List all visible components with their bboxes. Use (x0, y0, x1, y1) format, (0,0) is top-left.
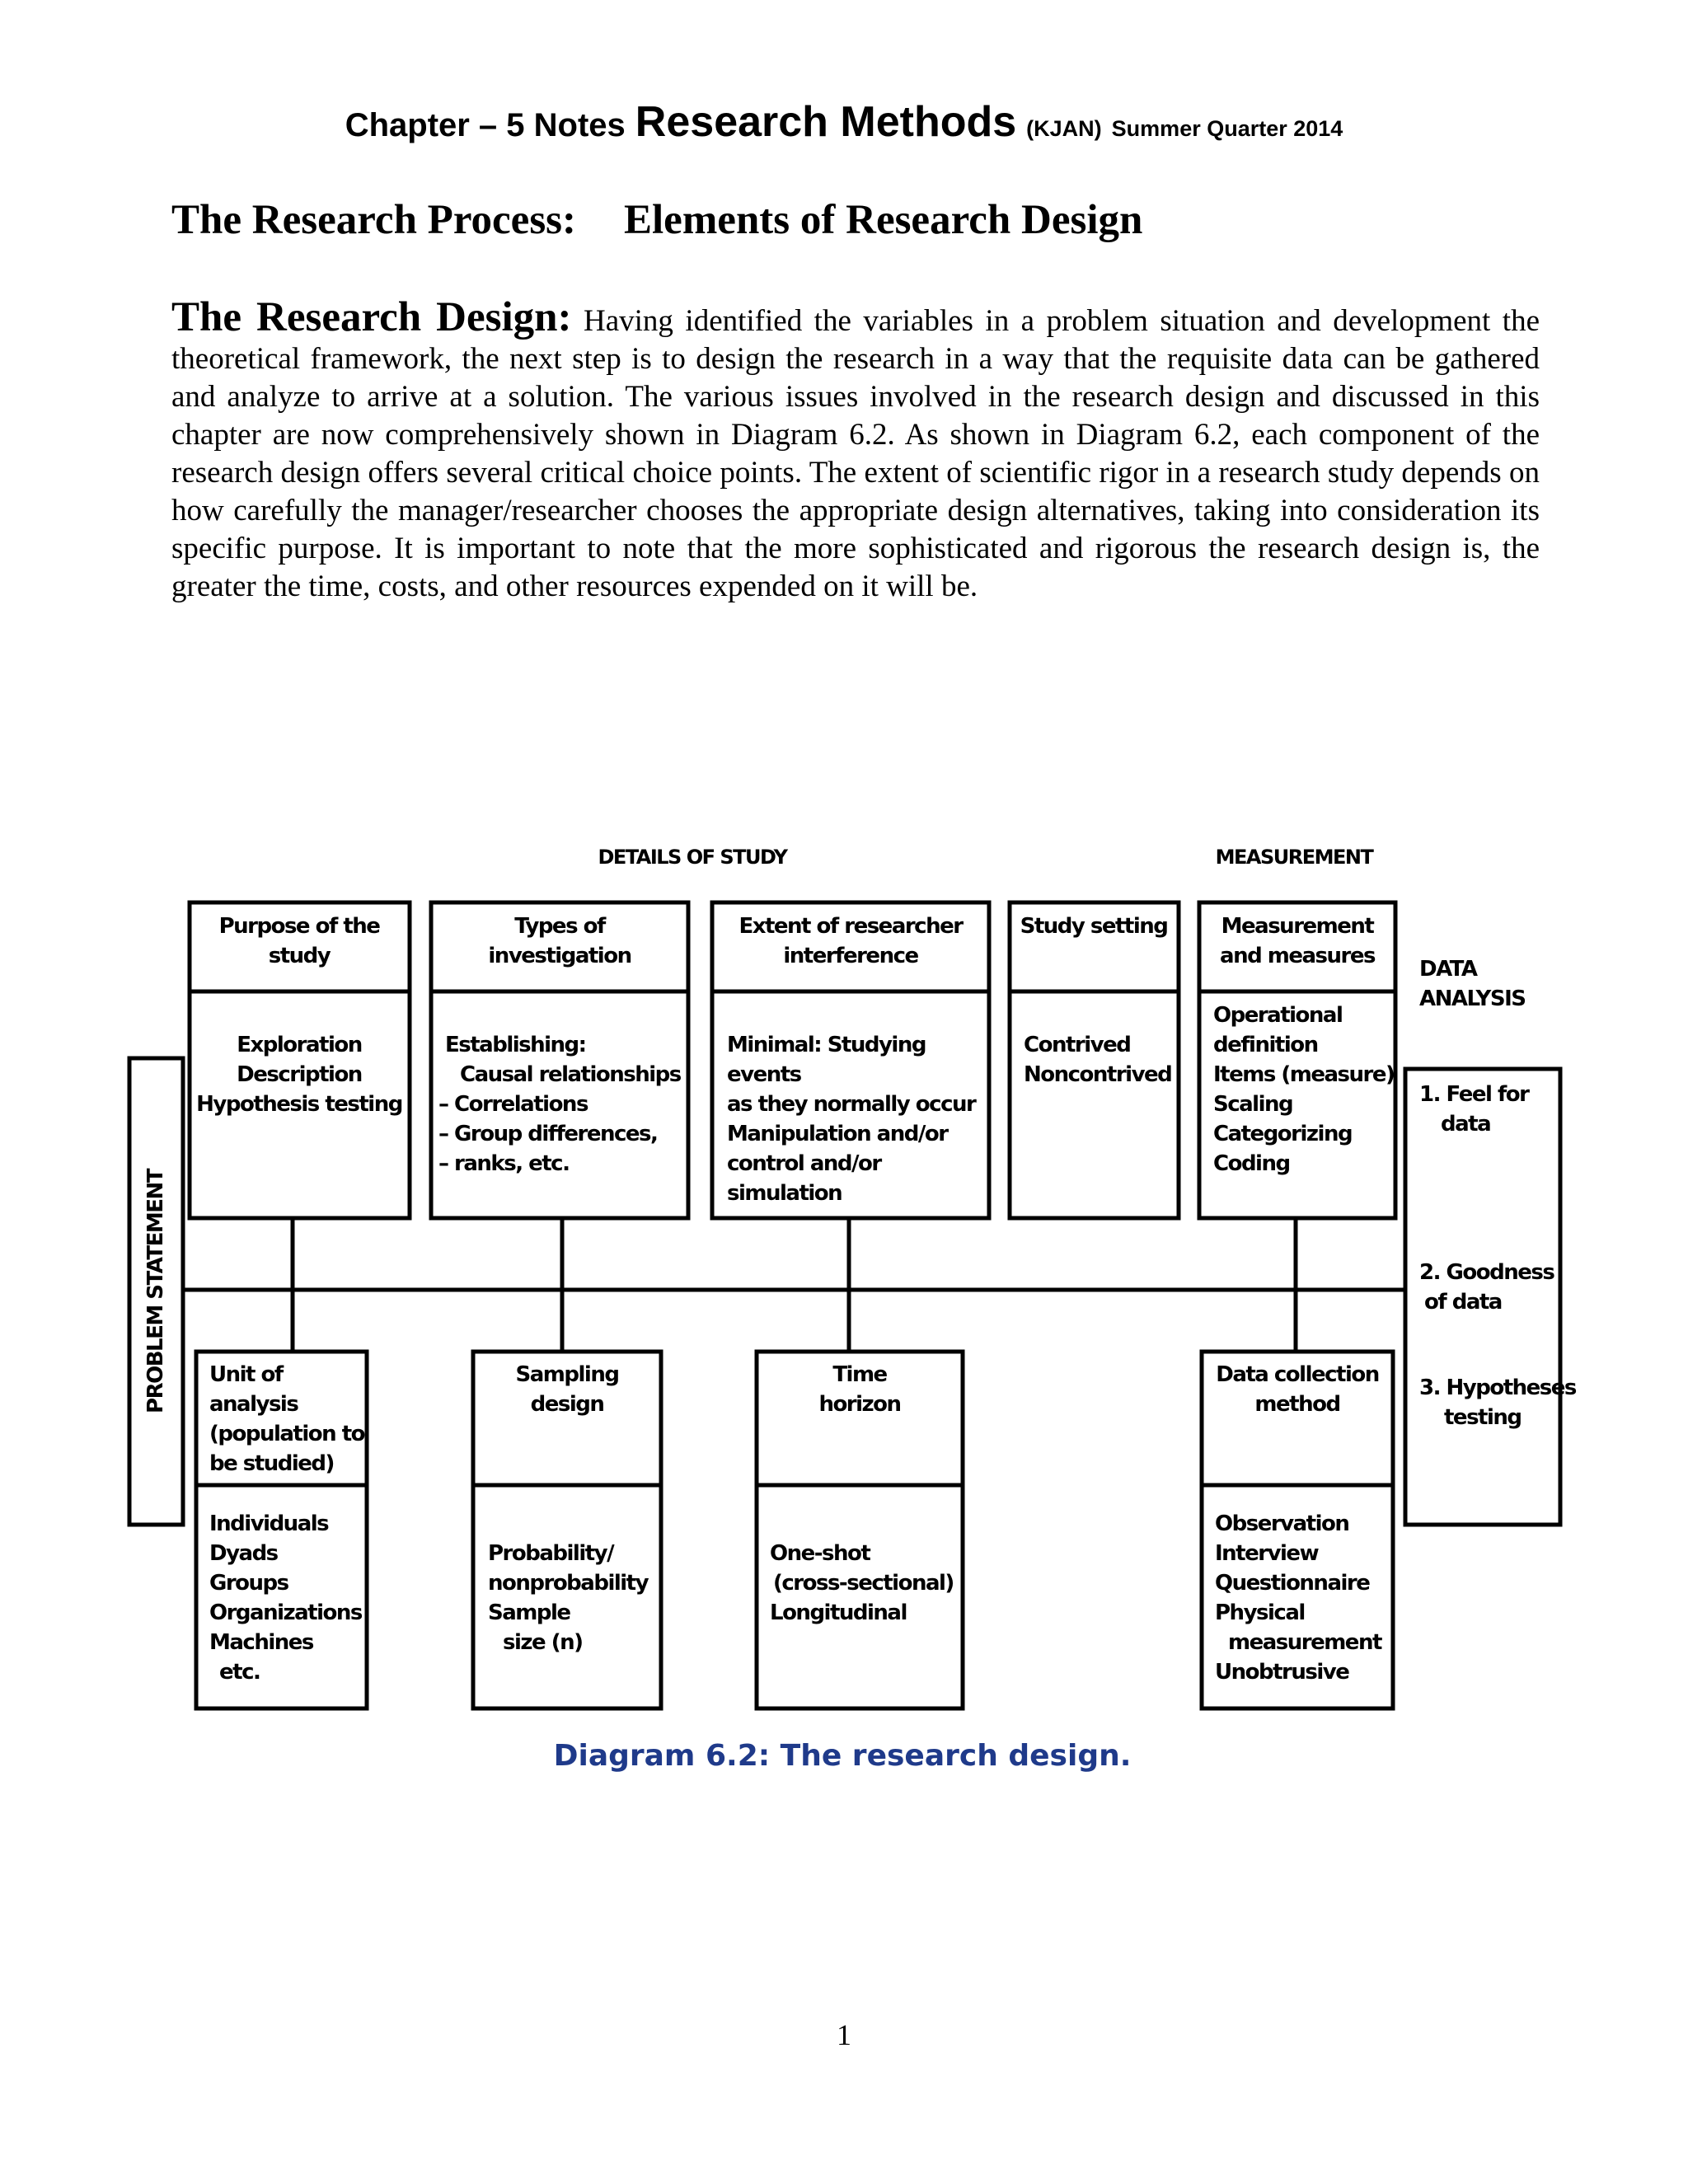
svg-text:Interview: Interview (1215, 1541, 1320, 1566)
box-time-horizon: Time horizon One-shot (cross-sectional) … (754, 1349, 965, 1711)
svg-text:Study setting: Study setting (1020, 914, 1168, 939)
svg-text:Purpose of the: Purpose of the (219, 914, 381, 939)
svg-text:Measurement: Measurement (1221, 914, 1375, 939)
svg-text:– ranks, etc.: – ranks, etc. (438, 1151, 569, 1176)
svg-text:Operational: Operational (1213, 1003, 1342, 1028)
svg-text:Hypothesis testing: Hypothesis testing (196, 1092, 402, 1117)
svg-text:Noncontrived: Noncontrived (1024, 1062, 1171, 1087)
svg-text:Data collection: Data collection (1216, 1362, 1379, 1387)
svg-text:Observation: Observation (1215, 1511, 1348, 1536)
header-chapter: Chapter – 5 Notes (345, 107, 626, 143)
svg-text:Exploration: Exploration (237, 1033, 362, 1057)
intro-lead: The Research Design: (171, 294, 572, 340)
svg-text:Longitudinal: Longitudinal (770, 1601, 907, 1625)
section-title-left: The Research Process: (171, 197, 576, 243)
svg-text:Probability/: Probability/ (488, 1541, 615, 1566)
svg-text:Sampling: Sampling (516, 1362, 619, 1387)
svg-text:nonprobability: nonprobability (488, 1571, 649, 1596)
svg-text:Organizations: Organizations (209, 1601, 363, 1625)
svg-text:Dyads: Dyads (209, 1541, 279, 1566)
svg-text:Sample: Sample (488, 1601, 570, 1625)
box-measurement: Measurement and measures Operational def… (1197, 900, 1398, 1221)
label-data-analysis: DATA ANALYSIS (1419, 957, 1526, 1011)
svg-text:method: method (1254, 1392, 1339, 1417)
svg-text:analysis: analysis (209, 1392, 298, 1417)
diagram-caption: Diagram 6.2: The research design. (554, 1739, 1132, 1773)
box-unit-of-analysis: Unit of analysis (population to be studi… (194, 1349, 369, 1711)
problem-statement-label: PROBLEM STATEMENT (143, 1168, 168, 1413)
svg-text:3. Hypotheses: 3. Hypotheses (1419, 1376, 1577, 1400)
header-code: (KJAN) (1026, 116, 1102, 141)
page-number: 1 (837, 2018, 851, 2051)
svg-text:size (n): size (n) (503, 1630, 582, 1655)
svg-text:definition: definition (1213, 1033, 1318, 1057)
svg-text:Individuals: Individuals (209, 1511, 329, 1536)
svg-text:Contrived: Contrived (1024, 1033, 1130, 1057)
connector-lines (183, 1218, 1404, 1352)
svg-text:Unit of: Unit of (209, 1362, 284, 1387)
svg-text:measurement: measurement (1228, 1630, 1382, 1655)
label-details-of-study: DETAILS OF STUDY (598, 846, 788, 869)
svg-text:Unobtrusive: Unobtrusive (1215, 1660, 1349, 1685)
svg-text:control and/or: control and/or (727, 1151, 882, 1176)
label-measurement: MEASUREMENT (1216, 846, 1375, 869)
problem-statement-box: PROBLEM STATEMENT (127, 1056, 185, 1527)
box-purpose-of-study: Purpose of the study Exploration Descrip… (187, 900, 412, 1221)
box-study-setting: Study setting Contrived Noncontrived (1007, 900, 1181, 1221)
svg-text:Manipulation and/or: Manipulation and/or (727, 1122, 949, 1146)
header-course: Research Methods (635, 98, 1017, 146)
header-term: Summer Quarter 2014 (1111, 116, 1343, 141)
svg-text:study: study (269, 944, 331, 968)
svg-text:– Group differences,: – Group differences, (438, 1122, 657, 1146)
box-sampling-design: Sampling design Probability/ nonprobabil… (471, 1349, 663, 1711)
svg-text:interference: interference (783, 944, 918, 968)
svg-text:Machines: Machines (209, 1630, 314, 1655)
svg-text:Items (measure): Items (measure) (1213, 1062, 1394, 1087)
svg-text:(cross-sectional): (cross-sectional) (773, 1571, 954, 1596)
svg-text:Time: Time (832, 1362, 887, 1387)
section-title-right: Elements of Research Design (624, 197, 1143, 243)
svg-text:investigation: investigation (488, 944, 631, 968)
intro-paragraph: The Research Design: Having identified t… (171, 297, 1540, 606)
svg-text:Coding: Coding (1213, 1151, 1290, 1176)
box-extent-of-interference: Extent of researcher interference Minima… (710, 900, 992, 1221)
svg-text:Questionnaire: Questionnaire (1215, 1571, 1370, 1596)
svg-text:data: data (1441, 1112, 1490, 1137)
svg-text:DATA: DATA (1419, 957, 1478, 982)
svg-text:etc.: etc. (219, 1660, 260, 1685)
svg-text:Establishing:: Establishing: (445, 1033, 586, 1057)
svg-text:as they normally occur: as they normally occur (727, 1092, 977, 1117)
section-title: The Research Process: Elements of Researc… (171, 196, 1142, 244)
svg-text:1. Feel for: 1. Feel for (1419, 1082, 1530, 1107)
svg-text:horizon: horizon (818, 1392, 900, 1417)
svg-text:Scaling: Scaling (1213, 1092, 1292, 1117)
box-data-collection: Data collection method Observation Inter… (1199, 1349, 1395, 1711)
svg-text:be studied): be studied) (209, 1451, 334, 1476)
svg-text:design: design (531, 1392, 604, 1417)
svg-text:and measures: and measures (1220, 944, 1376, 968)
svg-text:ANALYSIS: ANALYSIS (1419, 987, 1525, 1011)
svg-text:Causal relationships: Causal relationships (460, 1062, 682, 1087)
box-types-of-investigation: Types of investigation Establishing: Cau… (429, 900, 691, 1221)
svg-text:Extent of researcher: Extent of researcher (738, 914, 964, 939)
svg-text:One-shot: One-shot (770, 1541, 870, 1566)
svg-text:Physical: Physical (1215, 1601, 1305, 1625)
svg-text:– Correlations: – Correlations (438, 1092, 588, 1117)
svg-text:Categorizing: Categorizing (1213, 1122, 1352, 1146)
intro-body: Having identified the variables in a pro… (171, 304, 1540, 603)
svg-text:Types of: Types of (514, 914, 607, 939)
svg-text:Minimal: Studying: Minimal: Studying (727, 1033, 926, 1057)
svg-text:(population to: (population to (209, 1422, 365, 1446)
svg-text:Description: Description (237, 1062, 362, 1087)
box-data-analysis: 1. Feel for data 2. Goodness of data 3. … (1403, 1066, 1578, 1527)
svg-text:of data: of data (1424, 1290, 1502, 1315)
svg-text:2. Goodness: 2. Goodness (1419, 1260, 1554, 1285)
svg-text:Groups: Groups (209, 1571, 289, 1596)
svg-text:simulation: simulation (727, 1181, 842, 1206)
svg-text:events: events (727, 1062, 802, 1087)
svg-text:testing: testing (1444, 1405, 1522, 1430)
